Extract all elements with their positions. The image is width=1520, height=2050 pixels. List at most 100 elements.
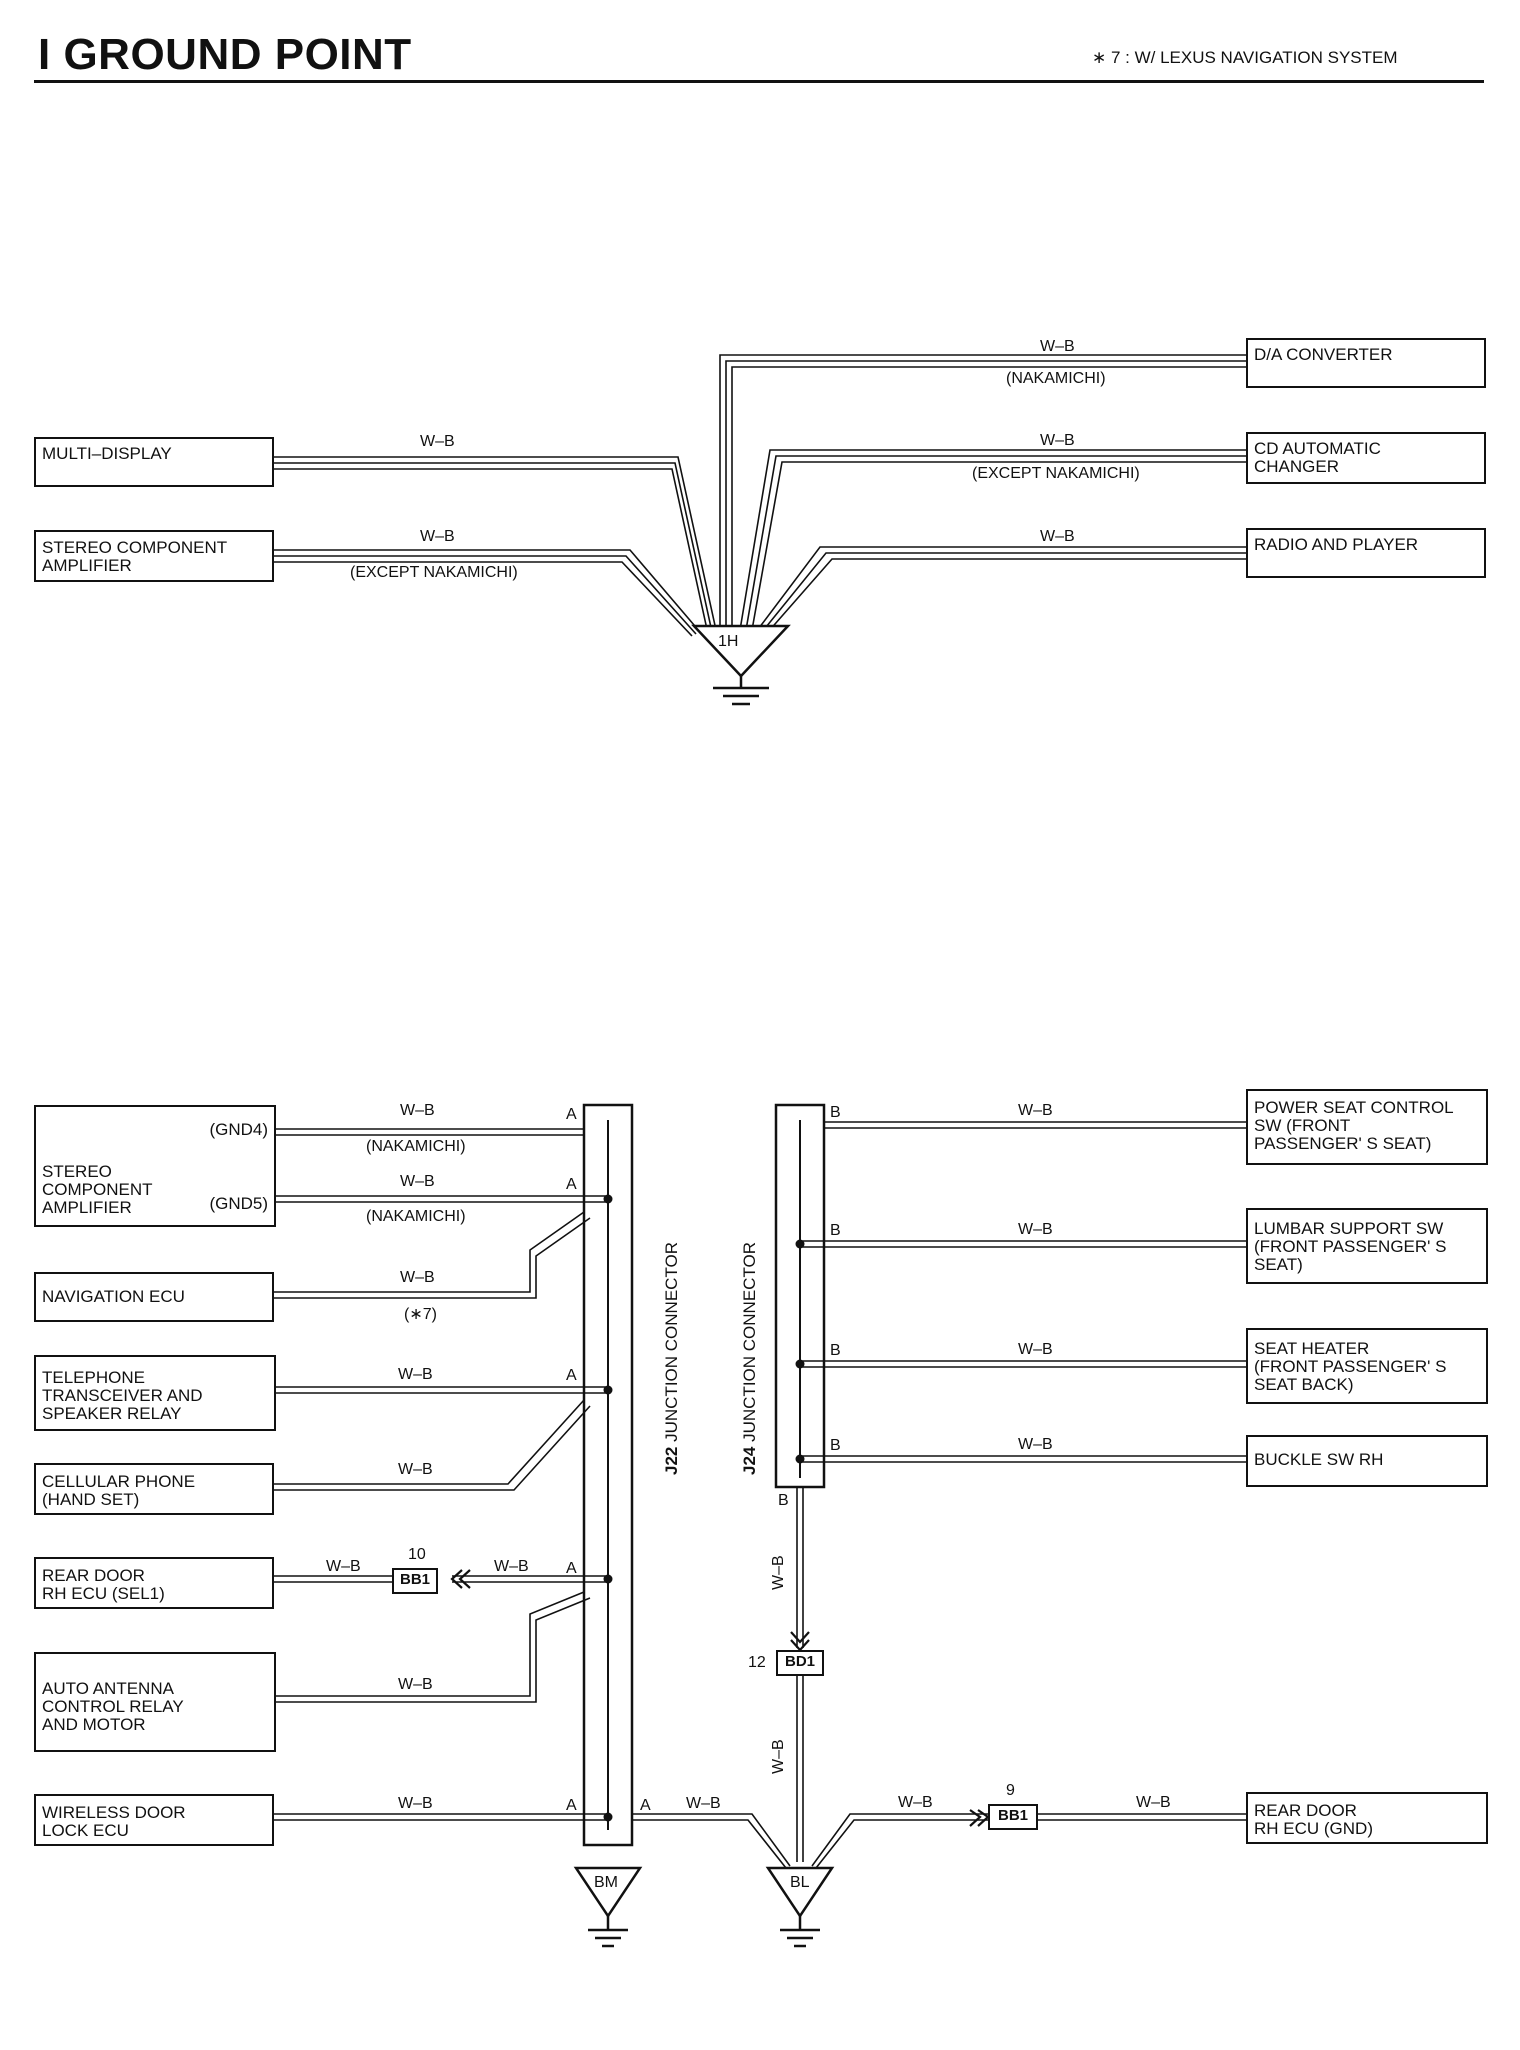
j24-id: J24 [740, 1446, 759, 1475]
j22-id: J22 [662, 1446, 681, 1475]
ground-bm [573, 1866, 643, 1948]
component-label: LUMBAR SUPPORT SW (FRONT PASSENGER' S SE… [1254, 1219, 1447, 1274]
j24-pin-label: B [830, 1342, 841, 1359]
component-buckle-sw: BUCKLE SW RH [1246, 1435, 1488, 1487]
component-da-converter: D/A CONVERTER [1246, 338, 1486, 388]
wire-color-label: W–B [420, 528, 455, 545]
wire-color-label: W–B [1018, 1221, 1053, 1238]
wire-color-label: W–B [686, 1795, 721, 1812]
wire-color-label: W–B [898, 1794, 933, 1811]
component-power-seat-sw: POWER SEAT CONTROL SW (FRONT PASSENGER' … [1246, 1089, 1488, 1165]
component-auto-antenna: AUTO ANTENNA CONTROL RELAY AND MOTOR [34, 1652, 276, 1752]
component-radio-player: RADIO AND PLAYER [1246, 528, 1486, 578]
component-label: D/A CONVERTER [1254, 345, 1393, 364]
j22-pin-label: A [566, 1560, 577, 1577]
connector-pin-number: 9 [1006, 1782, 1015, 1799]
pin-gnd4-label: (GND4) [209, 1120, 268, 1139]
component-label: MULTI–DISPLAY [42, 444, 172, 463]
ground-label-bm: BM [594, 1874, 618, 1891]
component-stereo-amp: STEREO COMPONENT AMPLIFIER [34, 530, 274, 582]
component-label: STEREO COMPONENT AMPLIFIER [42, 1162, 153, 1217]
wire-color-label: W–B [494, 1558, 529, 1575]
wire-color-label: W–B [398, 1795, 433, 1812]
wire-color-label: W–B [326, 1558, 361, 1575]
component-label: REAR DOOR RH ECU (GND) [1254, 1801, 1373, 1838]
wire-color-label: W–B [1040, 528, 1075, 545]
j22-pin-label: A [566, 1106, 577, 1123]
component-lumbar-support-sw: LUMBAR SUPPORT SW (FRONT PASSENGER' S SE… [1246, 1208, 1488, 1284]
connector-bb1-left: BB1 [392, 1568, 438, 1594]
connector-bd1: BD1 [776, 1650, 824, 1676]
j22-output-pin-label: A [640, 1797, 651, 1814]
j22-name: JUNCTION CONNECTOR [662, 1241, 681, 1442]
connector-pin-number: 10 [408, 1546, 426, 1563]
component-multi-display: MULTI–DISPLAY [34, 437, 274, 487]
ground-1h [691, 624, 791, 706]
component-label: SEAT HEATER (FRONT PASSENGER' S SEAT BAC… [1254, 1339, 1447, 1394]
wire-color-label: W–B [400, 1269, 435, 1286]
page-title: I GROUND POINT [38, 30, 412, 79]
wire-condition-label: (NAKAMICHI) [1006, 370, 1106, 387]
wire-color-label: W–B [1018, 1436, 1053, 1453]
splice-dots [603, 1194, 805, 1822]
component-cellular-phone: CELLULAR PHONE (HAND SET) [34, 1463, 274, 1515]
ground-bl [765, 1866, 835, 1948]
wire-color-label: W–B [398, 1366, 433, 1383]
wire-color-label: W–B [1040, 432, 1075, 449]
component-label: NAVIGATION ECU [42, 1287, 185, 1306]
j22-pin-label: A [566, 1797, 577, 1814]
j24-pin-label: B [830, 1104, 841, 1121]
j22-label: J22 JUNCTION CONNECTOR [662, 1242, 682, 1475]
component-label: BUCKLE SW RH [1254, 1450, 1384, 1469]
wire-color-label: W–B [400, 1173, 435, 1190]
component-telephone: TELEPHONE TRANSCEIVER AND SPEAKER RELAY [34, 1355, 276, 1431]
component-cd-changer: CD AUTOMATIC CHANGER [1246, 432, 1486, 484]
component-seat-heater: SEAT HEATER (FRONT PASSENGER' S SEAT BAC… [1246, 1328, 1488, 1404]
ground-label-1h: 1H [718, 633, 739, 650]
j24-name: JUNCTION CONNECTOR [740, 1241, 759, 1442]
wire-cd-changer [739, 449, 1250, 631]
component-rear-door-sel1: REAR DOOR RH ECU (SEL1) [34, 1557, 274, 1609]
header-note: ∗ 7 : W/ LEXUS NAVIGATION SYSTEM [1092, 48, 1398, 67]
j24-pin-label: B [830, 1222, 841, 1239]
wire-condition-label: (NAKAMICHI) [366, 1208, 466, 1225]
wire-multi-display [272, 456, 717, 631]
component-label: CD AUTOMATIC CHANGER [1254, 439, 1381, 476]
wire-color-label: W–B [400, 1102, 435, 1119]
wire-da-converter [719, 354, 1250, 630]
wire-color-label: W–B [398, 1461, 433, 1478]
component-label: AUTO ANTENNA CONTROL RELAY AND MOTOR [42, 1679, 184, 1734]
header-rule [34, 80, 1484, 83]
wire-color-label: W–B [770, 1739, 787, 1774]
component-label: CELLULAR PHONE (HAND SET) [42, 1472, 196, 1509]
component-label: STEREO COMPONENT AMPLIFIER [42, 538, 228, 575]
wire-stereo-amp [272, 549, 701, 633]
component-navigation-ecu: NAVIGATION ECU [34, 1272, 274, 1322]
j22-pin-label: A [566, 1367, 577, 1384]
j24-pin-label: B [830, 1437, 841, 1454]
connector-bb1-right: BB1 [988, 1804, 1038, 1830]
wire-condition-label: (NAKAMICHI) [366, 1138, 466, 1155]
wire-color-label: W–B [420, 433, 455, 450]
wire-radio [755, 546, 1250, 633]
wire-condition-label: (EXCEPT NAKAMICHI) [350, 564, 518, 581]
wire-condition-label: (∗7) [404, 1306, 437, 1323]
ground-label-bl: BL [790, 1874, 810, 1891]
component-wireless-door-lock: WIRELESS DOOR LOCK ECU [34, 1794, 274, 1846]
component-label: POWER SEAT CONTROL SW (FRONT PASSENGER' … [1254, 1098, 1454, 1153]
component-label: WIRELESS DOOR LOCK ECU [42, 1803, 186, 1840]
j22-pin-label: A [566, 1176, 577, 1193]
component-rear-door-gnd: REAR DOOR RH ECU (GND) [1246, 1792, 1488, 1844]
wire-color-label: W–B [1040, 338, 1075, 355]
connector-pin-number: 12 [748, 1654, 766, 1671]
component-label: TELEPHONE TRANSCEIVER AND SPEAKER RELAY [42, 1368, 203, 1423]
wire-color-label: W–B [1136, 1794, 1171, 1811]
j24-label: J24 JUNCTION CONNECTOR [740, 1242, 760, 1475]
wire-color-label: W–B [770, 1555, 787, 1590]
wire-color-label: W–B [398, 1676, 433, 1693]
wire-color-label: W–B [1018, 1102, 1053, 1119]
pin-gnd5-label: (GND5) [209, 1194, 268, 1213]
component-stereo-amp-nav: STEREO COMPONENT AMPLIFIER (GND4) (GND5) [34, 1105, 276, 1227]
